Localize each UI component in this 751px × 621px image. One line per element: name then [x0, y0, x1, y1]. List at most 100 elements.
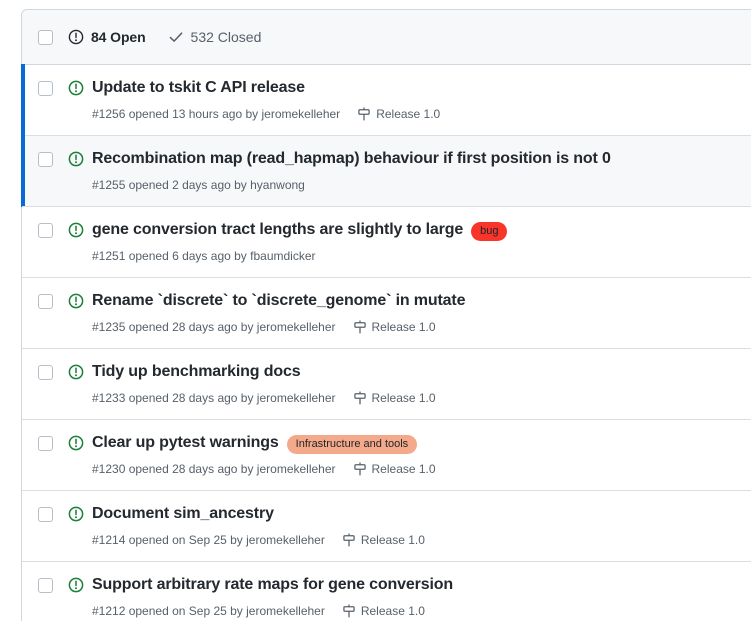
closed-issues-count-label: 532 Closed — [190, 29, 262, 45]
milestone-label: Release 1.0 — [371, 391, 436, 405]
issue-checkbox[interactable] — [38, 578, 53, 593]
issue-row[interactable]: Rename `discrete` to `discrete_genome` i… — [22, 277, 751, 348]
issue-content: Document sim_ancestry #1214 opened on Se… — [92, 503, 751, 549]
issue-opened-icon — [68, 577, 84, 593]
issue-content: Tidy up benchmarking docs #1233 opened 2… — [92, 361, 751, 407]
issues-list-header: 84 Open 532 Closed — [22, 10, 751, 65]
issue-title-link[interactable]: Recombination map (read_hapmap) behaviou… — [92, 150, 611, 167]
issue-title-line: Clear up pytest warnings Infrastructure … — [92, 432, 751, 454]
issue-milestone[interactable]: Release 1.0 — [353, 318, 436, 336]
open-issues-count-label: 84 Open — [91, 29, 146, 45]
issue-title-line: gene conversion tract lengths are slight… — [92, 219, 751, 241]
issue-meta-text: #1214 opened on Sep 25 by jeromekelleher — [92, 533, 325, 547]
issue-content: Rename `discrete` to `discrete_genome` i… — [92, 290, 751, 336]
issue-row[interactable]: Clear up pytest warnings Infrastructure … — [22, 419, 751, 490]
issue-checkbox[interactable] — [38, 81, 53, 96]
milestone-label: Release 1.0 — [376, 107, 441, 121]
issue-meta-line: #1255 opened 2 days ago by hyanwong — [92, 176, 751, 194]
issue-checkbox-wrapper[interactable] — [38, 219, 68, 238]
issue-checkbox[interactable] — [38, 294, 53, 309]
issue-checkbox[interactable] — [38, 152, 53, 167]
issue-title-link[interactable]: Update to tskit C API release — [92, 79, 305, 96]
issue-checkbox-wrapper[interactable] — [38, 148, 68, 167]
issue-title-line: Rename `discrete` to `discrete_genome` i… — [92, 290, 751, 312]
issue-title-link[interactable]: Tidy up benchmarking docs — [92, 363, 301, 380]
milestone-icon — [342, 604, 356, 618]
issue-meta-line: #1233 opened 28 days ago by jeromekelleh… — [92, 389, 751, 407]
issue-row[interactable]: Update to tskit C API release #1256 open… — [21, 64, 751, 136]
select-all-checkbox-wrapper[interactable] — [38, 29, 68, 45]
milestone-icon — [353, 320, 367, 334]
issue-title-link[interactable]: Clear up pytest warnings — [92, 434, 279, 451]
issue-opened-icon — [68, 293, 84, 309]
issue-milestone[interactable]: Release 1.0 — [353, 389, 436, 407]
milestone-label: Release 1.0 — [360, 604, 425, 618]
filter-closed-issues[interactable]: 532 Closed — [168, 29, 262, 45]
issue-row[interactable]: Document sim_ancestry #1214 opened on Se… — [22, 490, 751, 561]
issue-opened-icon — [68, 364, 84, 380]
issue-checkbox-wrapper[interactable] — [38, 290, 68, 309]
issue-label[interactable]: Infrastructure and tools — [286, 434, 418, 454]
issue-checkbox[interactable] — [38, 436, 53, 451]
issue-row[interactable]: Support arbitrary rate maps for gene con… — [22, 561, 751, 621]
issue-opened-icon — [68, 151, 84, 167]
issue-checkbox-wrapper[interactable] — [38, 574, 68, 593]
issue-content: gene conversion tract lengths are slight… — [92, 219, 751, 265]
issue-content: Recombination map (read_hapmap) behaviou… — [92, 148, 751, 194]
issue-meta-text: #1256 opened 13 hours ago by jeromekelle… — [92, 107, 341, 121]
filter-open-issues[interactable]: 84 Open — [68, 29, 146, 45]
issue-milestone[interactable]: Release 1.0 — [353, 460, 436, 478]
issue-meta-text: #1251 opened 6 days ago by fbaumdicker — [92, 249, 316, 263]
issue-title-line: Recombination map (read_hapmap) behaviou… — [92, 148, 751, 170]
issue-milestone[interactable]: Release 1.0 — [342, 602, 425, 620]
issue-milestone[interactable]: Release 1.0 — [357, 105, 440, 123]
milestone-icon — [353, 391, 367, 405]
issue-checkbox-wrapper[interactable] — [38, 503, 68, 522]
issue-opened-icon — [68, 506, 84, 522]
issue-meta-line: #1235 opened 28 days ago by jeromekelleh… — [92, 318, 751, 336]
issue-milestone[interactable]: Release 1.0 — [342, 531, 425, 549]
issue-opened-icon — [68, 80, 84, 96]
issue-opened-icon — [68, 29, 84, 45]
issue-title-link[interactable]: Document sim_ancestry — [92, 505, 274, 522]
issue-meta-line: #1230 opened 28 days ago by jeromekelleh… — [92, 460, 751, 478]
issue-meta-text: #1230 opened 28 days ago by jeromekelleh… — [92, 462, 336, 476]
issue-checkbox-wrapper[interactable] — [38, 432, 68, 451]
issue-checkbox-wrapper[interactable] — [38, 77, 68, 96]
issue-meta-text: #1212 opened on Sep 25 by jeromekelleher — [92, 604, 325, 618]
milestone-label: Release 1.0 — [360, 533, 425, 547]
issue-meta-text: #1235 opened 28 days ago by jeromekelleh… — [92, 320, 336, 334]
issue-row[interactable]: Tidy up benchmarking docs #1233 opened 2… — [22, 348, 751, 419]
issue-opened-icon — [68, 435, 84, 451]
issue-title-line: Support arbitrary rate maps for gene con… — [92, 574, 751, 596]
milestone-icon — [342, 533, 356, 547]
issue-title-line: Update to tskit C API release — [92, 77, 751, 99]
issue-meta-text: #1233 opened 28 days ago by jeromekelleh… — [92, 391, 336, 405]
issue-checkbox[interactable] — [38, 507, 53, 522]
milestone-icon — [357, 107, 371, 121]
issue-opened-icon — [68, 222, 84, 238]
issue-title-link[interactable]: gene conversion tract lengths are slight… — [92, 221, 464, 238]
issue-checkbox-wrapper[interactable] — [38, 361, 68, 380]
issue-meta-line: #1212 opened on Sep 25 by jeromekelleher… — [92, 602, 751, 620]
issue-title-line: Document sim_ancestry — [92, 503, 751, 525]
milestone-label: Release 1.0 — [371, 462, 436, 476]
issue-meta-line: #1256 opened 13 hours ago by jeromekelle… — [92, 105, 751, 123]
issue-row[interactable]: Recombination map (read_hapmap) behaviou… — [21, 135, 751, 207]
check-icon — [168, 29, 184, 45]
issue-checkbox[interactable] — [38, 223, 53, 238]
issue-title-link[interactable]: Support arbitrary rate maps for gene con… — [92, 576, 454, 593]
issue-meta-text: #1255 opened 2 days ago by hyanwong — [92, 178, 305, 192]
issue-title-line: Tidy up benchmarking docs — [92, 361, 751, 383]
milestone-icon — [353, 462, 367, 476]
issue-content: Clear up pytest warnings Infrastructure … — [92, 432, 751, 478]
milestone-label: Release 1.0 — [371, 320, 436, 334]
issue-title-link[interactable]: Rename `discrete` to `discrete_genome` i… — [92, 292, 466, 309]
issue-meta-line: #1251 opened 6 days ago by fbaumdicker — [92, 247, 751, 265]
issue-label[interactable]: bug — [471, 221, 508, 241]
issue-checkbox[interactable] — [38, 365, 53, 380]
issue-row[interactable]: gene conversion tract lengths are slight… — [22, 206, 751, 277]
issue-meta-line: #1214 opened on Sep 25 by jeromekelleher… — [92, 531, 751, 549]
select-all-checkbox[interactable] — [38, 29, 53, 45]
